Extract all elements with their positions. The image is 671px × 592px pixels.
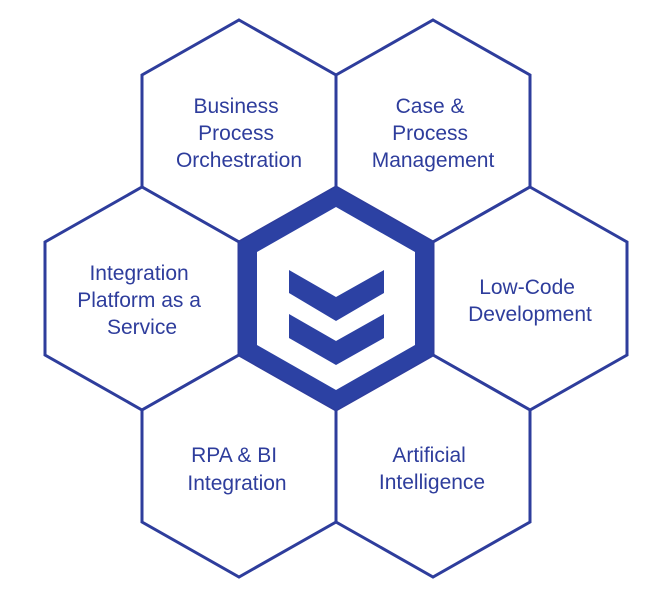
- label-line: RPA & BI: [191, 444, 277, 467]
- hex-rpa-bi-integration: RPA & BI Integration: [140, 353, 338, 579]
- label-line: Case &: [396, 95, 465, 118]
- label-line: Intelligence: [379, 471, 485, 494]
- hex-low-code-development-label: Low-Code Development: [468, 276, 592, 326]
- label-line: Process: [392, 122, 468, 145]
- label-line: Orchestration: [176, 149, 302, 172]
- hex-rpa-bi-integration-label: RPA & BI Integration: [187, 444, 286, 495]
- hex-low-code-development: Low-Code Development: [431, 185, 629, 412]
- label-line: Integration: [187, 472, 286, 495]
- label-line: Process: [198, 122, 274, 145]
- label-line: Platform as a: [77, 289, 201, 312]
- chevron-lower: [289, 314, 384, 365]
- hex-business-process-orchestration-label: Business Process Orchestration: [176, 95, 302, 172]
- label-line: Business: [193, 95, 278, 118]
- chevron-upper: [289, 270, 384, 321]
- label-line: Management: [372, 149, 495, 172]
- hex-case-process-management-label: Case & Process Management: [372, 95, 495, 172]
- label-line: Integration: [89, 262, 188, 285]
- hex-artificial-intelligence-label: Artificial Intelligence: [379, 444, 485, 494]
- label-line: Development: [468, 303, 592, 326]
- hex-case-process-management: Case & Process Management: [334, 18, 532, 244]
- chevron-logo-icon: [239, 187, 433, 410]
- label-line: Artificial: [392, 444, 466, 467]
- hex-artificial-intelligence: Artificial Intelligence: [334, 353, 532, 579]
- label-line: Service: [107, 316, 177, 339]
- label-line: Low-Code: [479, 276, 575, 299]
- hex-integration-platform-as-a-service-label: Integration Platform as a Service: [77, 262, 207, 339]
